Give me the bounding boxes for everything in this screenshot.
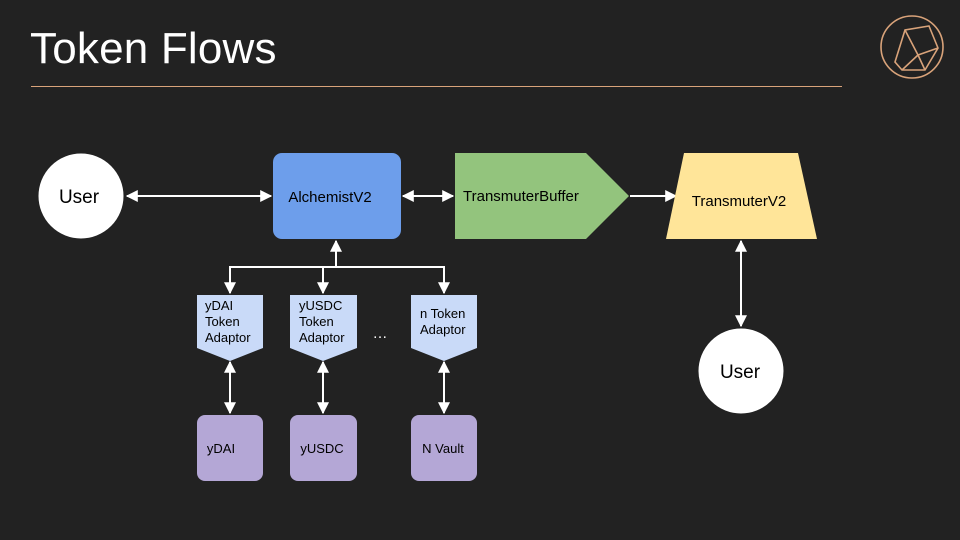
vault-yusdc-label: yUSDC [300,441,343,456]
user-node-right: User [697,327,785,415]
svg-text:yUSDC Token Ad: yUSDC Token Adaptor [299,298,346,345]
alchemist-label: AlchemistV2 [288,189,371,206]
page-title: Token Flows [30,24,277,73]
transmuter-node: TransmuterV2 [666,153,817,239]
adaptor-ydai-line1: yDAI [205,298,233,313]
svg-text:n Token Adaptor: n Token Adaptor [420,306,469,337]
alchemist-node: AlchemistV2 [273,153,401,239]
user-node-left: User [37,152,125,240]
adaptor-n: n Token Adaptor [411,295,477,361]
adaptor-n-line2: Adaptor [420,322,466,337]
user-left-label: User [59,187,100,208]
vault-n-label: N Vault [422,441,464,456]
adaptor-yusdc-line3: Adaptor [299,330,345,345]
buffer-node: TransmuterBuffer [455,153,629,239]
vault-yusdc: yUSDC [290,415,357,481]
buffer-label: TransmuterBuffer [463,188,579,205]
title-divider [31,86,842,87]
user-right-label: User [720,362,761,383]
alchemix-logo-icon [880,15,944,79]
adaptor-ydai: yDAI Token Adaptor [197,295,263,361]
svg-text:yDAI Token Ada: yDAI Token Adaptor [205,298,251,345]
ellipsis: … [373,325,388,342]
adaptor-n-line1: n Token [420,306,465,321]
adaptor-yusdc-line2: Token [299,314,334,329]
adaptor-ydai-line3: Adaptor [205,330,251,345]
adaptor-bus [229,266,445,293]
vault-ydai-label: yDAI [207,441,235,456]
connectors [125,190,747,415]
vault-ydai: yDAI [197,415,263,481]
adaptor-yusdc-line1: yUSDC [299,298,342,313]
transmuter-label: TransmuterV2 [692,193,786,210]
adaptor-ydai-line2: Token [205,314,240,329]
vault-n: N Vault [411,415,477,481]
adaptor-yusdc: yUSDC Token Adaptor [290,295,357,361]
